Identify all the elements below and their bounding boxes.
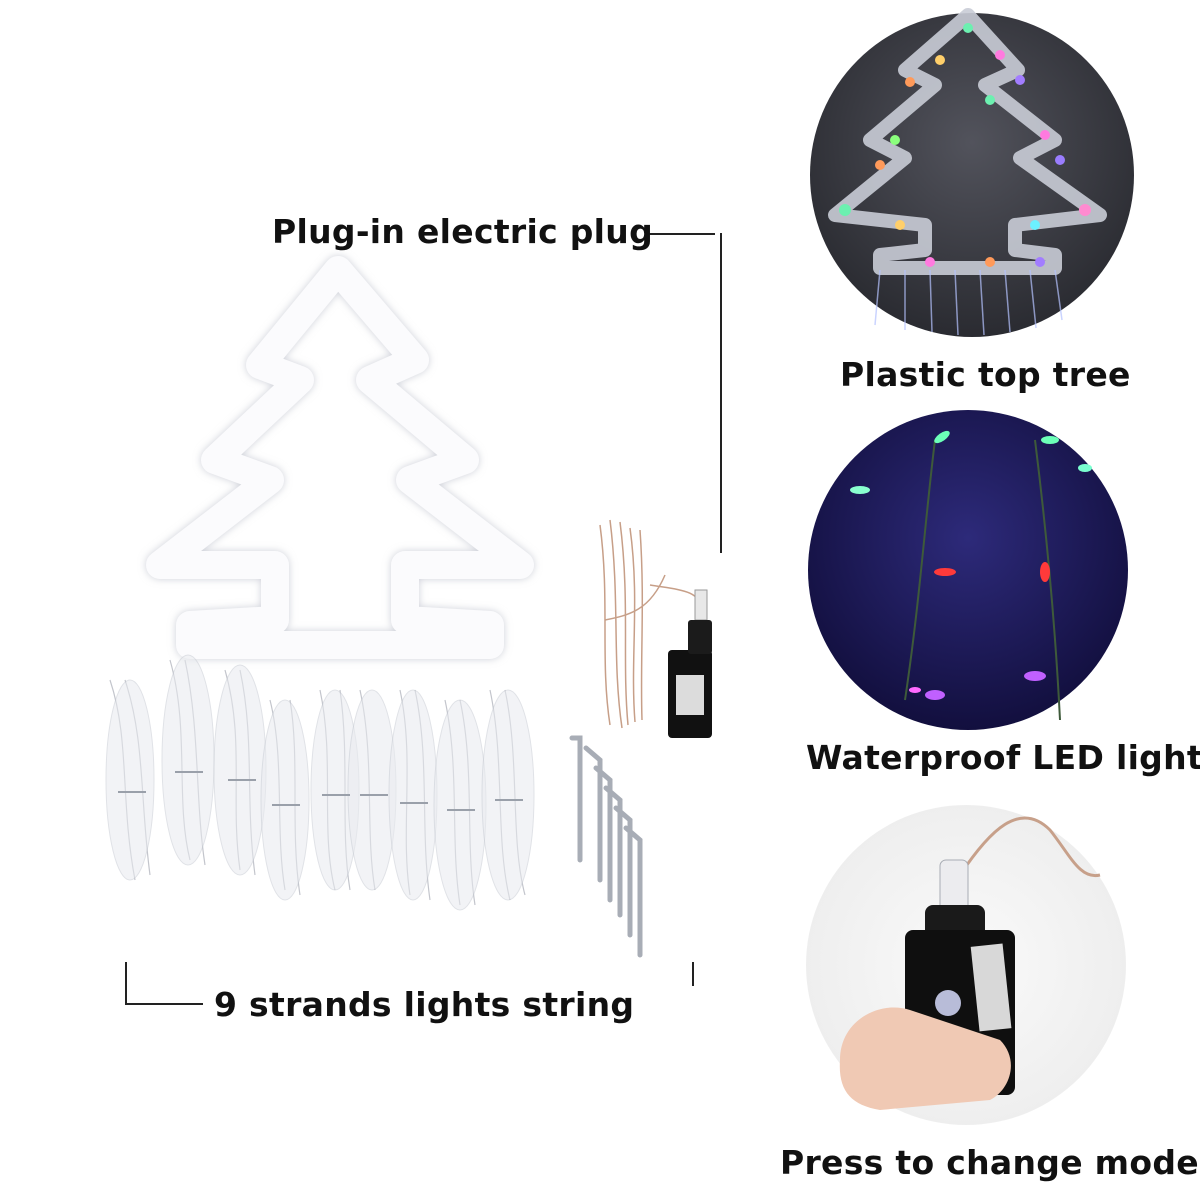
plastic-tree-label: Plastic top tree <box>840 355 1131 394</box>
ground-stakes-icon <box>569 735 643 958</box>
stakes-leader-vertical <box>692 962 694 986</box>
waterproof-label: Waterproof LED lights <box>806 738 1200 777</box>
strands-label: 9 strands lights string <box>214 985 635 1024</box>
waterproof-led-photo <box>808 410 1128 730</box>
plug-leader-horizontal <box>645 233 715 235</box>
tree-frame-icon <box>146 256 534 659</box>
light-strands-icon <box>105 654 535 911</box>
press-mode-label: Press to change mode <box>780 1143 1199 1182</box>
strands-leader-vertical <box>125 962 127 1004</box>
plug-label: Plug-in electric plug <box>272 212 653 251</box>
power-adapter-icon <box>599 519 712 738</box>
plastic-tree-photo <box>810 8 1134 337</box>
press-mode-photo <box>806 805 1126 1125</box>
plug-leader-vertical <box>720 233 722 553</box>
strands-leader-horizontal <box>125 1003 203 1005</box>
